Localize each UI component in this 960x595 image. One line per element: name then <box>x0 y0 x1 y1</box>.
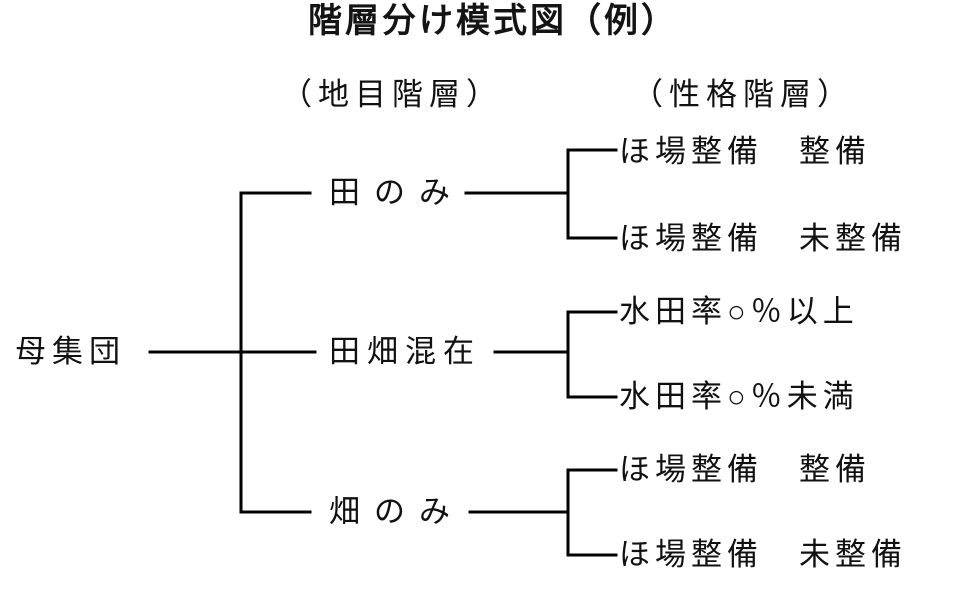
branch-node-field-only: 畑のみ <box>329 494 464 529</box>
diagram-title: 階層分け模式図（例） <box>308 2 678 40</box>
leaf-label: ほ場整備 整備 <box>619 134 871 169</box>
leaf-label: ほ場整備 未整備 <box>619 221 907 256</box>
column-header-characteristic: （性格階層） <box>632 77 854 112</box>
root-node-population: 母集団 <box>15 334 126 369</box>
leaf-label: 水田率○％未満 <box>619 379 859 414</box>
leaf-label: ほ場整備 整備 <box>619 452 871 487</box>
branch-node-paddy-only: 田のみ <box>329 175 464 210</box>
leaf-label: 水田率○％以上 <box>619 294 859 329</box>
leaf-label: ほ場整備 未整備 <box>619 537 907 572</box>
column-header-land-category: （地目階層） <box>281 77 503 112</box>
branch-node-paddy-field-mixed: 田畑混在 <box>329 334 481 369</box>
